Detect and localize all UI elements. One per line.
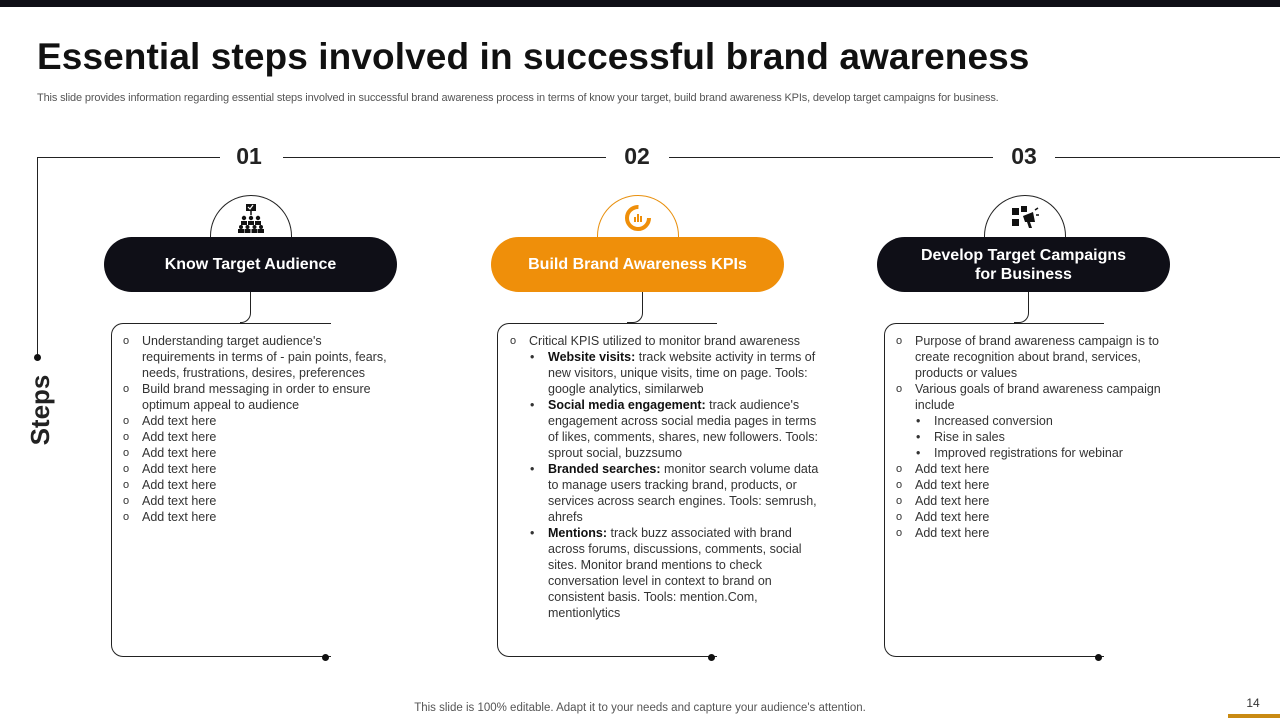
step-3-card — [884, 323, 1104, 657]
step-3-card-dot — [1095, 654, 1102, 661]
list-item-text: Add text here — [142, 446, 217, 460]
list-item-text: Add text here — [142, 478, 217, 492]
top-bar — [0, 0, 1280, 7]
step-3-heading: Develop Target Campaigns for Business — [920, 246, 1127, 283]
list-item: Add text here — [123, 509, 388, 525]
list-item: Add text here — [896, 461, 1166, 477]
list-item: Website visits: track website activity i… — [510, 349, 822, 397]
step-number-3: 03 — [1011, 143, 1037, 169]
list-item: Add text here — [896, 477, 1166, 493]
step-3-icon-arch — [984, 195, 1066, 241]
step-3-connector — [1014, 292, 1029, 323]
megaphone-icon — [1012, 206, 1039, 228]
list-item: Improved registrations for webinar — [896, 445, 1166, 461]
list-item: Understanding target audience's requirem… — [123, 333, 388, 381]
list-item: Add text here — [123, 477, 388, 493]
list-item: Add text here — [123, 461, 388, 477]
list-item-text: Understanding target audience's requirem… — [142, 334, 387, 380]
step-1-heading-pill: Know Target Audience — [104, 237, 397, 292]
step-3-content: Purpose of brand awareness campaign is t… — [896, 333, 1166, 541]
step-1-icon-arch — [210, 195, 292, 241]
step-2-heading: Build Brand Awareness KPIs — [528, 256, 747, 273]
timeline-dot — [34, 354, 41, 361]
step-1-card-dot — [322, 654, 329, 661]
step-1-connector — [240, 292, 251, 323]
gauge-chart-icon — [625, 205, 651, 231]
timeline-line — [1055, 157, 1280, 158]
list-item-text: Add text here — [142, 510, 217, 524]
step-1-card — [111, 323, 331, 657]
list-item: Rise in sales — [896, 429, 1166, 445]
step-1-content: Understanding target audience's requirem… — [123, 333, 388, 525]
list-item-text: Add text here — [915, 494, 990, 508]
list-item-text: track audience's engagement across socia… — [548, 398, 819, 460]
slide-subtitle: This slide provides information regardin… — [37, 92, 999, 104]
list-item-text: Purpose of brand awareness campaign is t… — [915, 334, 1159, 380]
step-2-card-dot — [708, 654, 715, 661]
list-item: Add text here — [896, 493, 1166, 509]
step-3-list: Purpose of brand awareness campaign is t… — [896, 333, 1166, 541]
list-item-text: track website activity in terms of new v… — [548, 350, 816, 396]
step-2-connector — [627, 292, 643, 323]
list-item: Add text here — [123, 413, 388, 429]
page-number-bar — [1228, 714, 1280, 718]
list-item-text: Add text here — [915, 462, 990, 476]
list-item: Add text here — [123, 429, 388, 445]
page-number: 14 — [1246, 696, 1260, 710]
step-number-2: 02 — [624, 143, 650, 169]
list-item: Add text here — [123, 445, 388, 461]
steps-side-label: Steps — [24, 374, 55, 446]
list-item-text: Add text here — [915, 478, 990, 492]
list-item-text: Add text here — [915, 526, 990, 540]
list-item-text: Add text here — [915, 510, 990, 524]
list-item: Various goals of brand awareness campaig… — [896, 381, 1166, 413]
list-item-text: Add text here — [142, 414, 217, 428]
timeline-line — [37, 157, 220, 158]
list-item-text: Add text here — [142, 462, 217, 476]
list-item-bold-label: Website visits: — [548, 350, 636, 364]
list-item: Purpose of brand awareness campaign is t… — [896, 333, 1166, 381]
footer-note: This slide is 100% editable. Adapt it to… — [414, 702, 866, 714]
list-item-text: Build brand messaging in order to ensure… — [142, 382, 371, 412]
list-item-text: monitor search volume data to manage use… — [548, 462, 819, 524]
list-item: Branded searches: monitor search volume … — [510, 461, 822, 525]
step-1-heading: Know Target Audience — [164, 256, 337, 273]
list-item: Social media engagement: track audience'… — [510, 397, 822, 461]
list-item-text: Various goals of brand awareness campaig… — [915, 382, 1161, 412]
list-item: Mentions: track buzz associated with bra… — [510, 525, 822, 621]
list-item-text: track buzz associated with brand across … — [548, 526, 802, 620]
list-item: Add text here — [896, 525, 1166, 541]
list-item-text: Rise in sales — [934, 430, 1005, 444]
timeline-line — [669, 157, 993, 158]
timeline-line — [283, 157, 606, 158]
hierarchy-icon — [238, 204, 264, 233]
step-2-heading-pill: Build Brand Awareness KPIs — [491, 237, 784, 292]
list-item-bold-label: Social media engagement: — [548, 398, 706, 412]
step-1-list: Understanding target audience's requirem… — [123, 333, 388, 525]
list-item-text: Improved registrations for webinar — [934, 446, 1123, 460]
list-item: Add text here — [896, 509, 1166, 525]
step-number-1: 01 — [236, 143, 262, 169]
list-item: Add text here — [123, 493, 388, 509]
list-item-bold-label: Branded searches: — [548, 462, 661, 476]
list-item: Critical KPIS utilized to monitor brand … — [510, 333, 822, 349]
list-item: Increased conversion — [896, 413, 1166, 429]
slide-title: Essential steps involved in successful b… — [37, 36, 1030, 77]
list-item-text: Add text here — [142, 494, 217, 508]
step-2-content: Critical KPIS utilized to monitor brand … — [510, 333, 822, 621]
step-3-heading-pill: Develop Target Campaigns for Business — [877, 237, 1170, 292]
step-2-card — [497, 323, 717, 657]
step-2-list: Critical KPIS utilized to monitor brand … — [510, 333, 822, 621]
list-item: Build brand messaging in order to ensure… — [123, 381, 388, 413]
list-item-text: Critical KPIS utilized to monitor brand … — [529, 334, 800, 348]
list-item-bold-label: Mentions: — [548, 526, 608, 540]
list-item-text: Add text here — [142, 430, 217, 444]
list-item-text: Increased conversion — [934, 414, 1053, 428]
step-2-icon-arch — [597, 195, 679, 241]
timeline-vertical-line — [37, 157, 38, 357]
